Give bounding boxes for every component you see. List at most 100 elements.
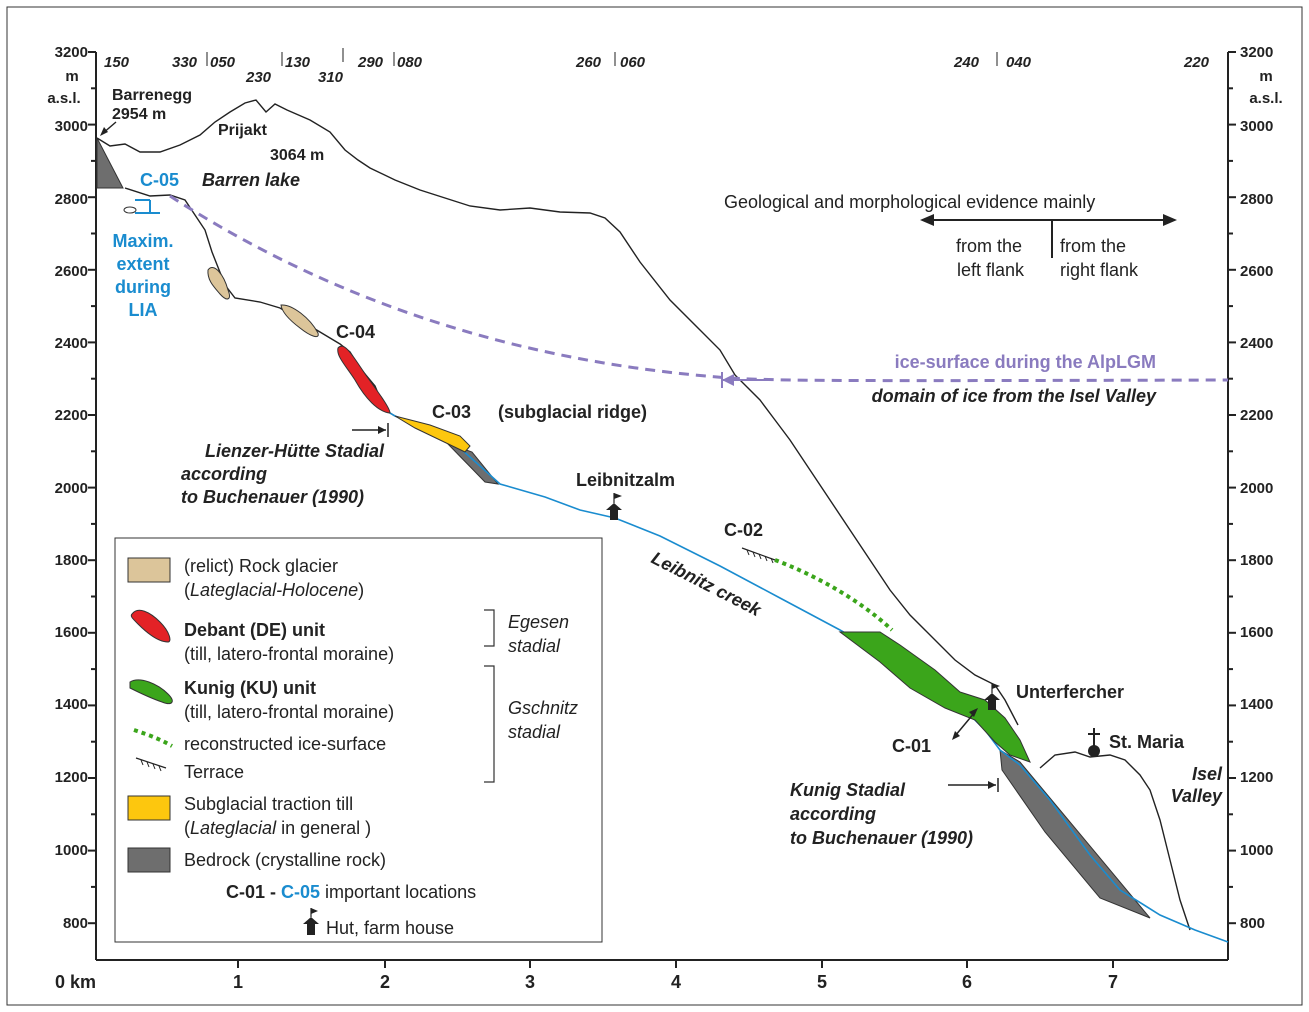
- alplgm-arrow: [721, 372, 770, 388]
- y-tick-label: 1200: [55, 769, 88, 786]
- lienzer-stadial-line: to Buchenauer (1990): [181, 487, 364, 507]
- y-tick-label: 1200: [1240, 769, 1273, 786]
- x-tick-label: 2: [380, 972, 390, 992]
- terrace-hatch: [152, 763, 156, 770]
- y-tick-label: 3200: [1240, 44, 1273, 61]
- y-tick-label: 2200: [55, 407, 88, 424]
- barrenegg-arrow-head: [100, 127, 108, 136]
- kunig-stadial-line: according: [790, 804, 876, 824]
- legend-terrace-swatch: [135, 757, 167, 772]
- y-unit-label: m: [1259, 68, 1272, 85]
- arrow-head-left: [920, 214, 934, 226]
- y-tick-label: 2800: [55, 191, 88, 208]
- arrow-head: [722, 374, 734, 386]
- y-tick-label: 3000: [1240, 118, 1273, 135]
- arrow-head: [952, 731, 960, 740]
- y-tick-label: 3200: [55, 44, 88, 61]
- farmhouse-flag: [992, 683, 1000, 689]
- x-tick-label: 4: [671, 972, 681, 992]
- egesen-bracket: [484, 609, 495, 647]
- lia-line: extent: [116, 254, 169, 274]
- arrow-head: [969, 708, 978, 717]
- y-tick-label: 2400: [1240, 335, 1273, 352]
- legend: (relict) Rock glacier (Lateglacial-Holoc…: [114, 537, 603, 943]
- c03-label: C-03: [432, 402, 471, 422]
- azimuth-label: 050: [210, 54, 236, 71]
- y-tick-label: 1800: [1240, 552, 1273, 569]
- y-tick-label: 1000: [55, 842, 88, 859]
- azimuth-label: 330: [172, 54, 198, 71]
- evidence-right: right flank: [1060, 260, 1139, 280]
- legend-bedrock-swatch: [127, 847, 171, 873]
- y-tick-label: 2000: [55, 480, 88, 497]
- legend-important-c: important locations: [320, 882, 476, 902]
- evidence-left: from the: [956, 236, 1022, 256]
- legend-rock-glacier-swatch: [127, 557, 171, 583]
- c03-desc: (subglacial ridge): [498, 402, 647, 422]
- legend-rock-glacier: (relict) Rock glacier: [184, 556, 338, 576]
- gschnitz-label: Gschnitz: [508, 698, 578, 718]
- azimuth-labels: 150 330 050 230 130 310 290 080 260 060 …: [104, 48, 1210, 86]
- y-unit-label: a.s.l.: [47, 90, 80, 107]
- kunig-arrow: [948, 778, 999, 792]
- y-tick-label: 2800: [1240, 191, 1273, 208]
- terrace-hatch: [758, 553, 762, 560]
- rock-glacier-1: [207, 267, 230, 300]
- arrow-head: [988, 781, 996, 789]
- legend-box: [114, 537, 603, 943]
- figure-frame: [6, 6, 1303, 1006]
- y-tick-label: 2000: [1240, 480, 1273, 497]
- hut-icon-body: [606, 503, 622, 520]
- legend-hut-flag: [311, 908, 318, 914]
- x-tick-label: 1: [233, 972, 243, 992]
- c01-label: C-01: [892, 736, 931, 756]
- y-tick-label: 3000: [55, 118, 88, 135]
- valley-label: Valley: [1171, 786, 1223, 806]
- lienzer-stadial-line: Lienzer-Hütte Stadial: [205, 441, 385, 461]
- legend-reconstructed: reconstructed ice-surface: [184, 734, 386, 754]
- y-tick-label: 1800: [55, 552, 88, 569]
- azimuth-label: 260: [575, 54, 602, 71]
- kunig-stadial-line: Kunig Stadial: [790, 780, 906, 800]
- lienzer-arrow: [352, 423, 389, 437]
- azimuth-label: 310: [318, 69, 344, 86]
- legend-important-b: C-05: [281, 882, 320, 902]
- x-tick-label: 0 km: [55, 972, 96, 992]
- lia-line: during: [115, 277, 171, 297]
- azimuth-label: 240: [953, 54, 980, 71]
- farmhouse-icon: [984, 683, 1000, 710]
- y-tick-label: 800: [1240, 915, 1265, 932]
- arrow-head-right: [1163, 214, 1177, 226]
- evidence-left: left flank: [957, 260, 1025, 280]
- arrow-head: [378, 426, 386, 434]
- st-maria-label: St. Maria: [1109, 732, 1185, 752]
- reconstructed-ice-surface: [774, 558, 894, 632]
- y-unit-label: m: [65, 68, 78, 85]
- legend-important-locations: C-01 - C-05 important locations: [226, 882, 476, 902]
- c05-label: C-05: [140, 170, 179, 190]
- legend-reconstructed-swatch: [133, 728, 173, 748]
- terrace-hatch: [140, 759, 144, 766]
- legend-kunig-swatch: [129, 679, 173, 705]
- lia-line: LIA: [129, 300, 158, 320]
- prijakt-height: 3064 m: [270, 147, 324, 164]
- terrace-hatch: [752, 551, 756, 558]
- terrace-hatch: [770, 557, 774, 564]
- subglacial-till: [394, 415, 471, 453]
- kunig-moraine: [838, 631, 1031, 763]
- azimuth-label: 230: [245, 69, 272, 86]
- y-tick-label: 2600: [55, 263, 88, 280]
- terrace-hatch: [146, 761, 150, 768]
- lienzer-stadial-line: according: [181, 464, 267, 484]
- slope-profile: [124, 187, 396, 417]
- isel-ice-label: domain of ice from the Isel Valley: [872, 386, 1157, 406]
- evidence-arrow: [920, 214, 1177, 258]
- valley-label: Isel: [1192, 764, 1223, 784]
- evidence-right: from the: [1060, 236, 1126, 256]
- unterfercher-label: Unterfercher: [1016, 682, 1124, 702]
- terrace-line: [741, 547, 776, 561]
- azimuth-label: 150: [104, 54, 130, 71]
- lia-line: Maxim.: [112, 231, 173, 251]
- legend-subglacial-age-tail: in general ): [276, 818, 371, 838]
